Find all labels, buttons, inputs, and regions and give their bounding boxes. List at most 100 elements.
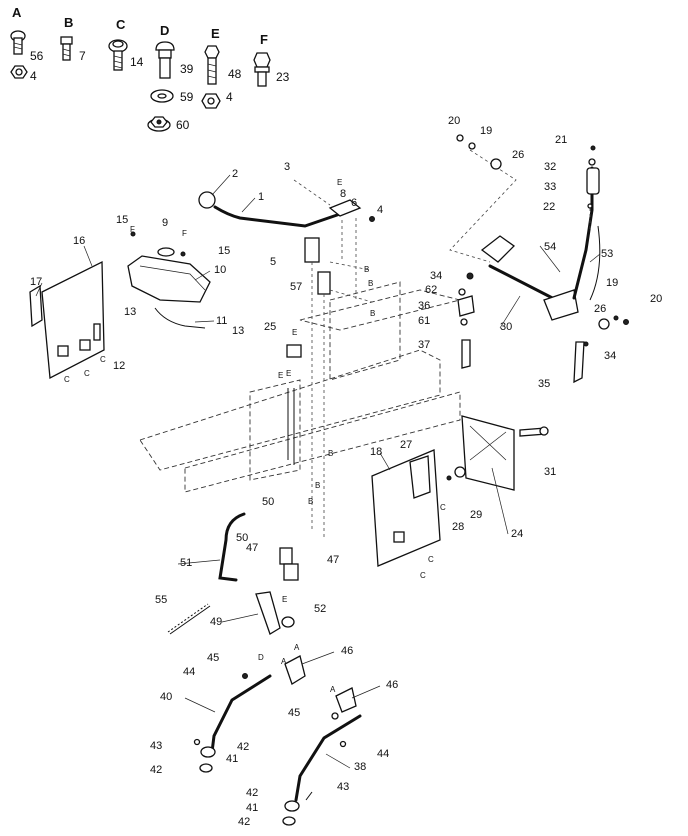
tag-f-2: F bbox=[182, 229, 187, 238]
bolt-f-icon bbox=[253, 52, 271, 87]
right-pedal-assembly bbox=[449, 134, 629, 384]
callout-49: 49 bbox=[210, 616, 222, 628]
callout-57: 57 bbox=[290, 281, 302, 293]
callout-27: 27 bbox=[400, 439, 412, 451]
tag-e-4: E bbox=[286, 369, 291, 378]
washer-d-icon bbox=[150, 89, 174, 103]
bolt-b-icon bbox=[60, 36, 73, 61]
callout-37: 37 bbox=[418, 339, 430, 351]
tag-e-2: E bbox=[292, 328, 297, 337]
callout-26b: 26 bbox=[594, 303, 606, 315]
tag-a-3: A bbox=[330, 685, 336, 694]
callout-18: 18 bbox=[370, 446, 382, 458]
callout-42a: 42 bbox=[237, 741, 249, 753]
key-letter-c: C bbox=[116, 17, 126, 32]
key-part-59: 59 bbox=[180, 90, 194, 104]
callout-13a: 13 bbox=[124, 306, 136, 318]
callout-26a: 26 bbox=[512, 149, 524, 161]
callout-10: 10 bbox=[214, 264, 226, 276]
callout-53: 53 bbox=[601, 248, 613, 260]
fastener-tags: F F E E E E E B B B B B B C C C C C C D … bbox=[64, 178, 446, 694]
shift-lever-assembly bbox=[198, 179, 375, 540]
callout-33: 33 bbox=[544, 181, 556, 193]
bolt-e-icon bbox=[204, 45, 220, 85]
callout-15b: 15 bbox=[218, 245, 230, 257]
callout-20b: 20 bbox=[650, 293, 662, 305]
flange-nut-d-icon bbox=[147, 116, 171, 132]
callout-1: 1 bbox=[258, 191, 264, 203]
key-part-60: 60 bbox=[176, 118, 190, 132]
tag-c-1: C bbox=[64, 375, 70, 384]
callout-41b: 41 bbox=[246, 802, 258, 814]
callout-labels: 1 2 3 4 5 6 8 9 10 11 12 13 13 15 15 16 … bbox=[30, 115, 662, 828]
callout-45a: 45 bbox=[207, 652, 219, 664]
bolt-a-icon bbox=[10, 30, 26, 55]
callout-20a: 20 bbox=[448, 115, 460, 127]
nut-e-icon bbox=[201, 93, 221, 109]
callout-40: 40 bbox=[160, 691, 172, 703]
knob-2 bbox=[198, 191, 216, 209]
key-part-4e: 4 bbox=[226, 90, 233, 104]
callout-42c: 42 bbox=[246, 787, 258, 799]
callout-2: 2 bbox=[232, 168, 238, 180]
callout-4: 4 bbox=[377, 204, 383, 216]
callout-16: 16 bbox=[73, 235, 85, 247]
key-part-48: 48 bbox=[228, 67, 242, 81]
leader-lines bbox=[35, 174, 601, 769]
nut-a-icon bbox=[10, 65, 28, 79]
callout-35: 35 bbox=[538, 378, 550, 390]
key-letter-d: D bbox=[160, 23, 169, 38]
tag-c-6: C bbox=[440, 503, 446, 512]
callout-61: 61 bbox=[418, 315, 430, 327]
callout-55: 55 bbox=[155, 594, 167, 606]
callout-8: 8 bbox=[340, 188, 346, 200]
callout-62: 62 bbox=[425, 284, 437, 296]
callout-3: 3 bbox=[284, 161, 290, 173]
callout-32: 32 bbox=[544, 161, 556, 173]
tag-b-4: B bbox=[328, 449, 333, 458]
fuel-tank bbox=[127, 231, 211, 329]
key-part-14: 14 bbox=[130, 55, 144, 69]
tag-b-3: B bbox=[370, 309, 375, 318]
tag-a-1: A bbox=[294, 643, 300, 652]
key-part-4a: 4 bbox=[30, 69, 37, 83]
callout-11: 11 bbox=[216, 315, 227, 327]
callout-43b: 43 bbox=[337, 781, 349, 793]
tag-b-2: B bbox=[368, 279, 373, 288]
callout-28: 28 bbox=[452, 521, 464, 533]
tag-c-4: C bbox=[428, 555, 434, 564]
tag-c-3: C bbox=[100, 355, 106, 364]
callout-21: 21 bbox=[555, 134, 567, 146]
tag-d-1: D bbox=[258, 653, 264, 662]
key-part-39: 39 bbox=[180, 62, 194, 76]
callout-12: 12 bbox=[113, 360, 125, 372]
tag-f-1: F bbox=[130, 225, 135, 234]
callout-29: 29 bbox=[470, 509, 482, 521]
callout-38: 38 bbox=[354, 761, 366, 773]
callout-34b: 34 bbox=[604, 350, 616, 362]
tag-a-2: A bbox=[281, 657, 287, 666]
hardware-key: A 56 4 B 7 C 14 D bbox=[10, 5, 290, 132]
callout-15a: 15 bbox=[116, 214, 128, 226]
callout-50b: 50 bbox=[236, 532, 248, 544]
callout-54: 54 bbox=[544, 241, 556, 253]
callout-19b: 19 bbox=[606, 277, 618, 289]
callout-50a: 50 bbox=[262, 496, 274, 508]
key-letter-b: B bbox=[64, 15, 73, 30]
key-letter-e: E bbox=[211, 26, 220, 41]
callout-46b: 46 bbox=[386, 679, 398, 691]
callout-17: 17 bbox=[30, 276, 42, 288]
callout-22: 22 bbox=[543, 201, 555, 213]
bottom-levers bbox=[193, 655, 362, 826]
callout-36: 36 bbox=[418, 300, 430, 312]
callout-43a: 43 bbox=[150, 740, 162, 752]
callout-24: 24 bbox=[511, 528, 523, 540]
key-part-23: 23 bbox=[276, 70, 290, 84]
left-side-panel bbox=[29, 260, 105, 380]
tag-b-1: B bbox=[364, 265, 369, 274]
tag-c-2: C bbox=[84, 369, 90, 378]
key-part-7: 7 bbox=[79, 49, 86, 63]
tag-e-5: E bbox=[282, 595, 287, 604]
key-letter-a: A bbox=[12, 5, 22, 20]
